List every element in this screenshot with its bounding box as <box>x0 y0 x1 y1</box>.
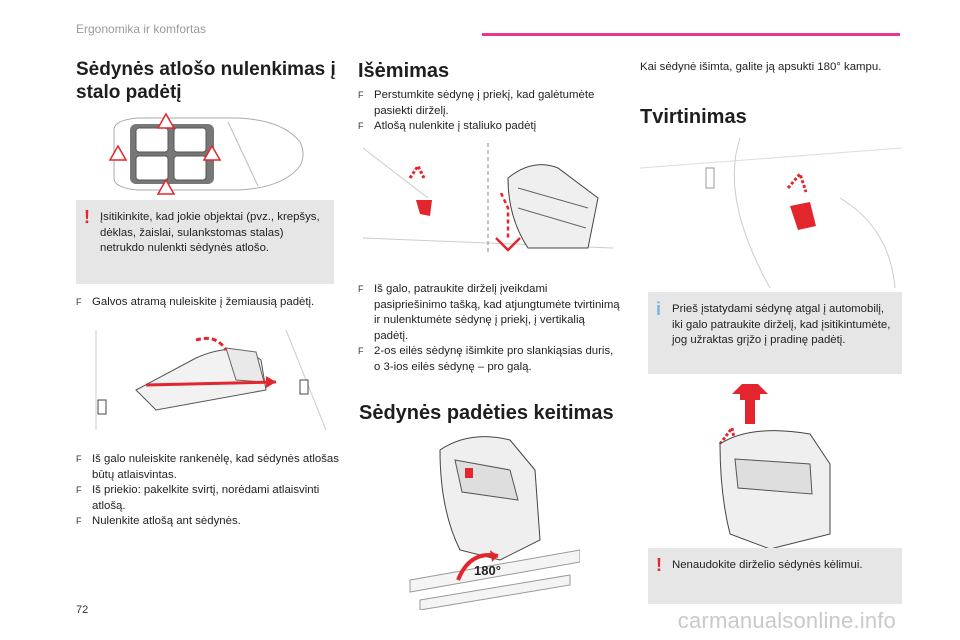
info-icon: i <box>656 299 662 319</box>
rotation-intro-text: Kai sėdynė išimta, galite ją apsukti 180… <box>640 61 882 73</box>
bullet-text: Perstumkite sėdynę į priekį, kad galėtum… <box>374 89 595 117</box>
bullet-headrest: F Galvos atramą nuleiskite į žemiausią pa… <box>76 295 341 311</box>
page-number: 72 <box>76 604 89 616</box>
seat-fold-illustration <box>95 330 327 430</box>
seat-removal-illustration <box>362 143 614 253</box>
bullet-marker: F <box>76 454 82 464</box>
header-accent-bar <box>482 33 900 36</box>
section-title-position-change: Sėdynės padėties keitimas <box>359 402 614 424</box>
section-header: Ergonomika ir komfortas <box>76 22 207 36</box>
warning-note-text: Nenaudokite dirželio sėdynės kėlimui. <box>672 559 863 571</box>
bullet-marker: F <box>358 284 364 294</box>
bullets-fold-steps: F Iš galo nuleiskite rankenėlę, kad sėdyn… <box>76 452 341 530</box>
seat-fastening-illustration <box>640 138 902 288</box>
bullet-text: Iš priekio: pakelkite svirtį, norėdami a… <box>92 484 320 512</box>
bullet-marker: F <box>358 346 364 356</box>
car-topview-illustration <box>108 112 304 195</box>
watermark: carmanualsonline.info <box>677 608 896 633</box>
bullet-text: Galvos atramą nuleiskite į žemiausią pad… <box>92 296 315 308</box>
rotation-label: 180° <box>474 563 501 578</box>
bullet-marker: F <box>76 516 82 526</box>
bullet-marker: F <box>358 121 364 131</box>
warning-note-col1: ! Įsitikinkite, kad jokie objektai (pvz.… <box>76 200 334 284</box>
bullet-text: Atlošą nulenkite į staliuko padėtį <box>374 120 537 132</box>
warning-icon: ! <box>656 555 662 575</box>
info-note: i Prieš įstatydami sėdynę atgal į automo… <box>648 292 902 374</box>
bullet-text: Iš galo, patraukite dirželį įveikdami pa… <box>374 283 620 342</box>
seat-rotate-illustration: 180° <box>409 436 580 610</box>
bullet-marker: F <box>358 90 364 100</box>
bullets-removal-mid: F Iš galo, patraukite dirželį įveikdami p… <box>358 282 620 375</box>
bullet-text: 2-os eilės sėdynę išimkite pro slankiąsi… <box>374 345 614 373</box>
bullet-text: Iš galo nuleiskite rankenėlę, kad sėdynė… <box>92 453 339 481</box>
warning-note-text: Įsitikinkite, kad jokie objektai (pvz., … <box>100 211 320 254</box>
bullet-marker: F <box>76 297 82 307</box>
section-title-removal: Išėmimas <box>358 60 450 82</box>
seat-lift-illustration <box>718 384 831 550</box>
info-note-text: Prieš įstatydami sėdynę atgal į automobi… <box>672 303 891 346</box>
bullet-text: Nulenkite atlošą ant sėdynės. <box>92 515 241 527</box>
warning-note-col3: ! Nenaudokite dirželio sėdynės kėlimui. <box>648 548 902 604</box>
bullets-removal-top: F Perstumkite sėdynę į priekį, kad galėtu… <box>358 88 618 135</box>
warning-icon: ! <box>84 207 90 227</box>
section-title-fastening: Tvirtinimas <box>640 106 747 128</box>
section-title-table-position: Sėdynės atlošo nulenkimas į stalo padėtį <box>76 59 336 103</box>
bullet-marker: F <box>76 485 82 495</box>
